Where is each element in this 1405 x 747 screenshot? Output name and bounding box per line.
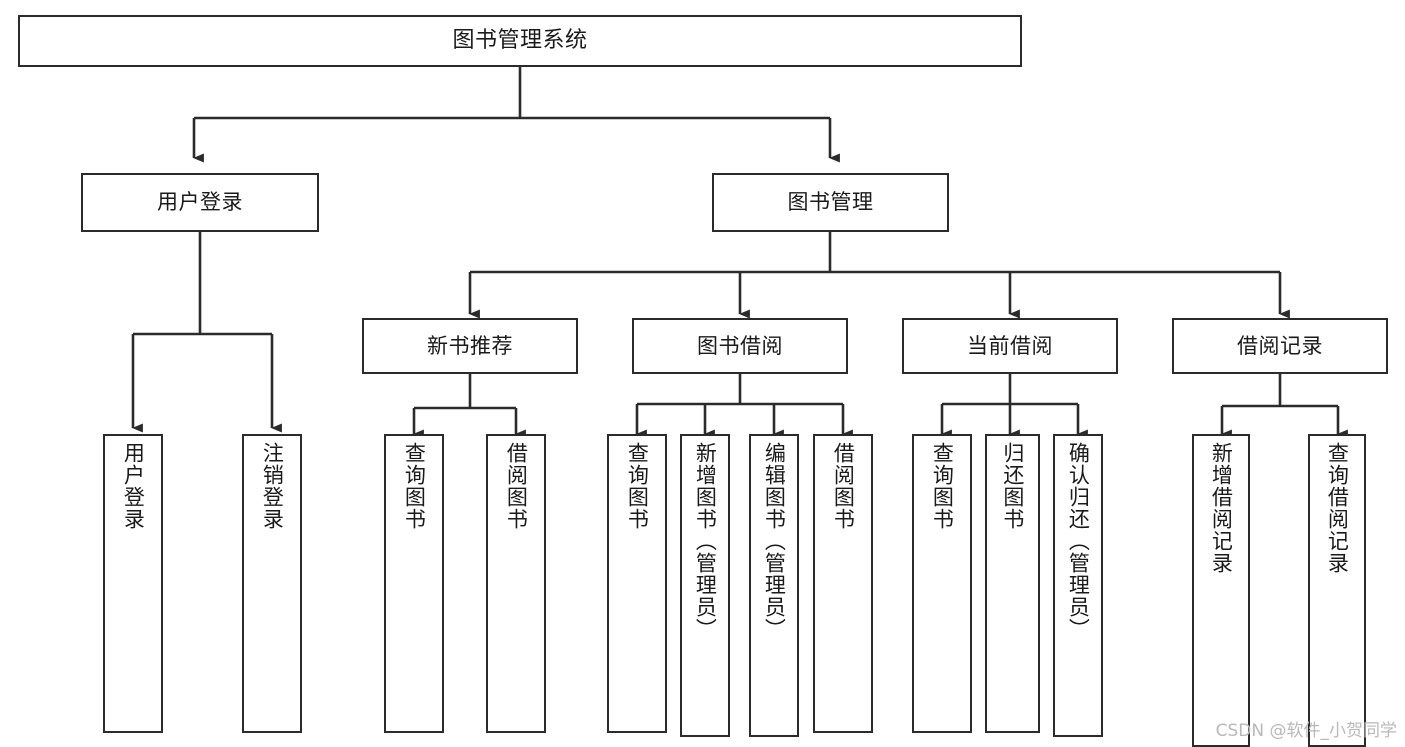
node-book-borrow[interactable]: 图书借阅	[632, 318, 848, 374]
node-user-login-label: 用户登录	[157, 190, 243, 215]
node-leaf-query-book-2[interactable]: 查询图书	[607, 434, 667, 733]
node-leaf-logout-login-label: 注销登录	[260, 442, 285, 530]
node-book-manage-label: 图书管理	[787, 190, 874, 215]
node-leaf-add-record-label: 新增借阅记录	[1209, 442, 1234, 574]
node-leaf-add-book[interactable]: 新增图书（管理员）	[680, 434, 730, 737]
node-current-borrow[interactable]: 当前借阅	[902, 318, 1118, 374]
node-borrow-record[interactable]: 借阅记录	[1172, 318, 1388, 374]
node-leaf-add-record[interactable]: 新增借阅记录	[1192, 434, 1250, 747]
node-leaf-user-login[interactable]: 用户登录	[103, 434, 163, 733]
node-leaf-query-book-3[interactable]: 查询图书	[912, 434, 972, 733]
node-leaf-return-book-label: 归还图书	[1000, 442, 1025, 530]
node-leaf-user-login-label: 用户登录	[121, 442, 146, 530]
node-new-book-recommend-label: 新书推荐	[427, 333, 513, 358]
csdn-watermark: CSDN @软件_小贺同学	[1215, 721, 1397, 741]
node-leaf-logout-login[interactable]: 注销登录	[242, 434, 302, 733]
node-new-book-recommend[interactable]: 新书推荐	[362, 318, 578, 374]
node-leaf-borrow-book-2-label: 借阅图书	[831, 442, 856, 530]
node-leaf-add-book-label: 新增图书（管理员）	[693, 442, 718, 640]
node-book-manage[interactable]: 图书管理	[712, 173, 949, 232]
node-root-label: 图书管理系统	[452, 28, 588, 54]
node-leaf-edit-book[interactable]: 编辑图书（管理员）	[749, 434, 799, 737]
node-leaf-query-book-1[interactable]: 查询图书	[384, 434, 444, 733]
node-leaf-borrow-book-2[interactable]: 借阅图书	[813, 434, 873, 733]
node-leaf-return-book[interactable]: 归还图书	[985, 434, 1040, 733]
node-user-login[interactable]: 用户登录	[81, 173, 319, 232]
node-root[interactable]: 图书管理系统	[18, 15, 1022, 67]
node-leaf-confirm-return[interactable]: 确认归还（管理员）	[1053, 434, 1103, 737]
node-book-borrow-label: 图书借阅	[697, 333, 783, 358]
node-leaf-query-book-2-label: 查询图书	[625, 442, 650, 530]
node-leaf-query-record[interactable]: 查询借阅记录	[1308, 434, 1366, 747]
node-borrow-record-label: 借阅记录	[1237, 333, 1323, 358]
node-leaf-query-record-label: 查询借阅记录	[1325, 442, 1350, 574]
node-leaf-borrow-book-1-label: 借阅图书	[504, 442, 529, 530]
node-leaf-query-book-1-label: 查询图书	[402, 442, 427, 530]
node-leaf-query-book-3-label: 查询图书	[930, 442, 955, 530]
node-current-borrow-label: 当前借阅	[967, 333, 1053, 358]
node-leaf-borrow-book-1[interactable]: 借阅图书	[486, 434, 546, 733]
node-leaf-confirm-return-label: 确认归还（管理员）	[1066, 442, 1091, 640]
node-leaf-edit-book-label: 编辑图书（管理员）	[762, 442, 787, 640]
